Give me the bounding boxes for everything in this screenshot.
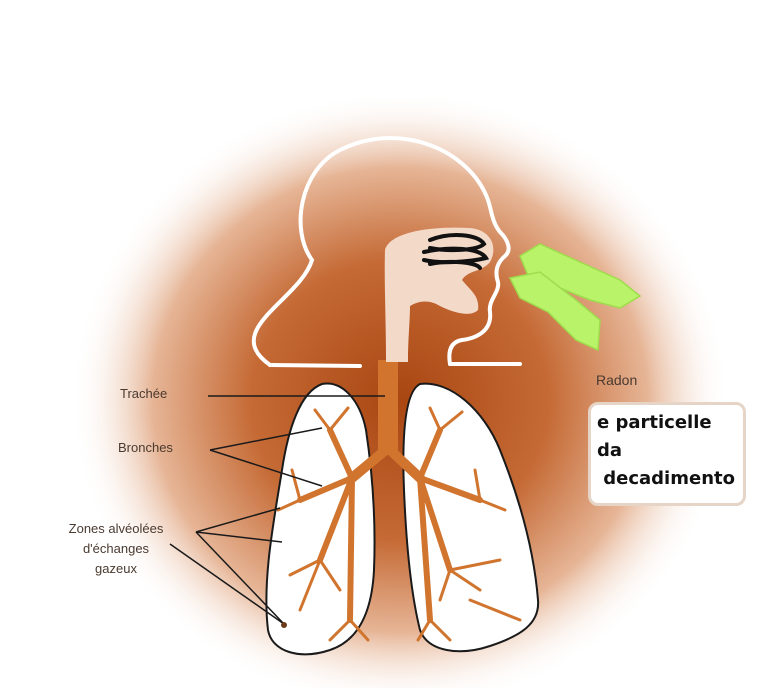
callout-line-3: decadimento bbox=[597, 465, 737, 493]
trachea-label: Trachée bbox=[120, 386, 167, 401]
alveolar-zones-line-3: gazeux bbox=[48, 559, 184, 579]
trachea-upper bbox=[386, 300, 408, 362]
decay-particles-callout: e particelle da decadimento bbox=[588, 402, 746, 506]
callout-line-2: da bbox=[597, 437, 737, 465]
marker-dot bbox=[281, 622, 287, 628]
callout-line-1: e particelle bbox=[597, 409, 737, 437]
alveolar-zones-line-2: d'échanges bbox=[48, 539, 184, 559]
bronchi-label: Bronches bbox=[118, 440, 173, 455]
radon-label: Radon bbox=[596, 372, 637, 388]
background-halo bbox=[70, 90, 730, 688]
alveolar-zones-line-1: Zones alvéolées bbox=[48, 519, 184, 539]
alveolar-zones-label: Zones alvéolées d'échanges gazeux bbox=[48, 519, 184, 579]
trachea-tube bbox=[378, 360, 398, 450]
